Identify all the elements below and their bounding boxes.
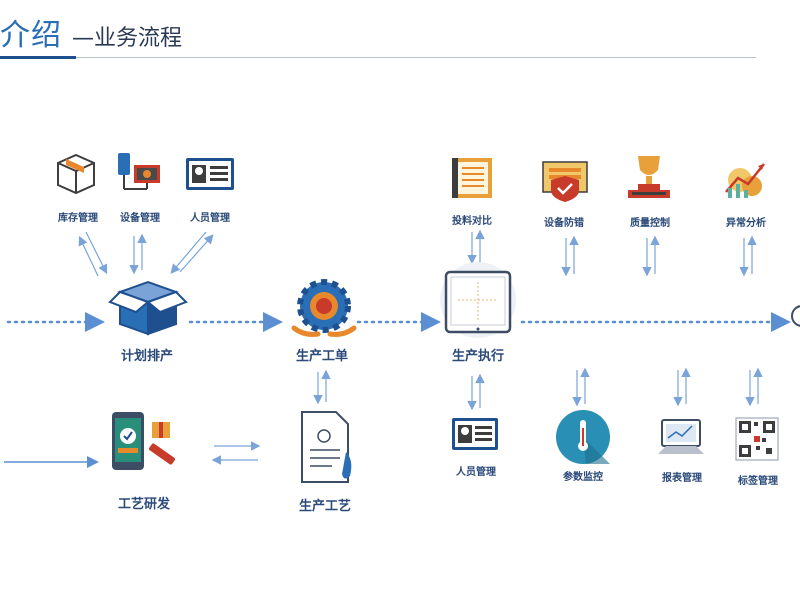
module-label-params: 参数监控: [563, 472, 603, 483]
bottom-right-connectors: [572, 367, 763, 407]
module-label-quality: 质量控制: [630, 218, 670, 229]
shield-check-icon: [542, 161, 588, 202]
module-label-anti-error: 设备防错: [544, 218, 584, 229]
module-label-labels: 标签管理: [738, 476, 778, 487]
gear-hands-icon: [291, 279, 357, 337]
monitor-icon: [658, 419, 704, 454]
module-label-personnel-bottom: 人员管理: [456, 467, 496, 478]
module-label-reports: 报表管理: [662, 473, 702, 484]
document-icon: [301, 411, 352, 483]
ledger-icon: [452, 158, 492, 198]
phone-gift-icon: [112, 412, 175, 470]
module-label-equipment: 设备管理: [120, 213, 160, 224]
title-underline-accent: [0, 56, 76, 59]
top-right-connectors: [561, 235, 757, 277]
package-icon: [57, 153, 95, 195]
node-label-work-order: 生产工单: [295, 349, 348, 364]
module-label-inventory: 库存管理: [58, 213, 98, 224]
node-label-process: 生产工艺: [298, 499, 351, 514]
dev-process-arrows: [211, 441, 261, 465]
page-title-accent: 介绍: [0, 18, 62, 53]
id-card-icon: [186, 158, 234, 190]
node-label-plan: 计划排产: [120, 349, 173, 364]
network-computer-icon: [118, 153, 160, 190]
tablet-icon: [440, 262, 516, 338]
partial-node-icon: [791, 305, 800, 327]
trend-chart-icon: [725, 163, 765, 198]
module-label-anomaly: 异常分析: [726, 218, 766, 229]
id-card-icon: [452, 418, 498, 450]
top-left-connectors: [78, 231, 214, 277]
trophy-icon: [628, 156, 670, 198]
module-label-feeding: 投料对比: [452, 216, 492, 227]
qr-code-icon: [735, 417, 779, 461]
thermometer-icon: [556, 410, 610, 464]
open-box-icon: [108, 280, 188, 336]
title-underline: [76, 57, 756, 58]
order-process-connectors: [313, 369, 331, 405]
personnel-bottom-connectors: [467, 373, 485, 411]
node-label-execution: 生产执行: [451, 349, 504, 364]
node-label-process-dev: 工艺研发: [117, 497, 170, 512]
module-label-personnel-top: 人员管理: [190, 213, 230, 224]
feeding-connectors: [467, 229, 485, 265]
page-title: —业务流程: [72, 26, 183, 51]
